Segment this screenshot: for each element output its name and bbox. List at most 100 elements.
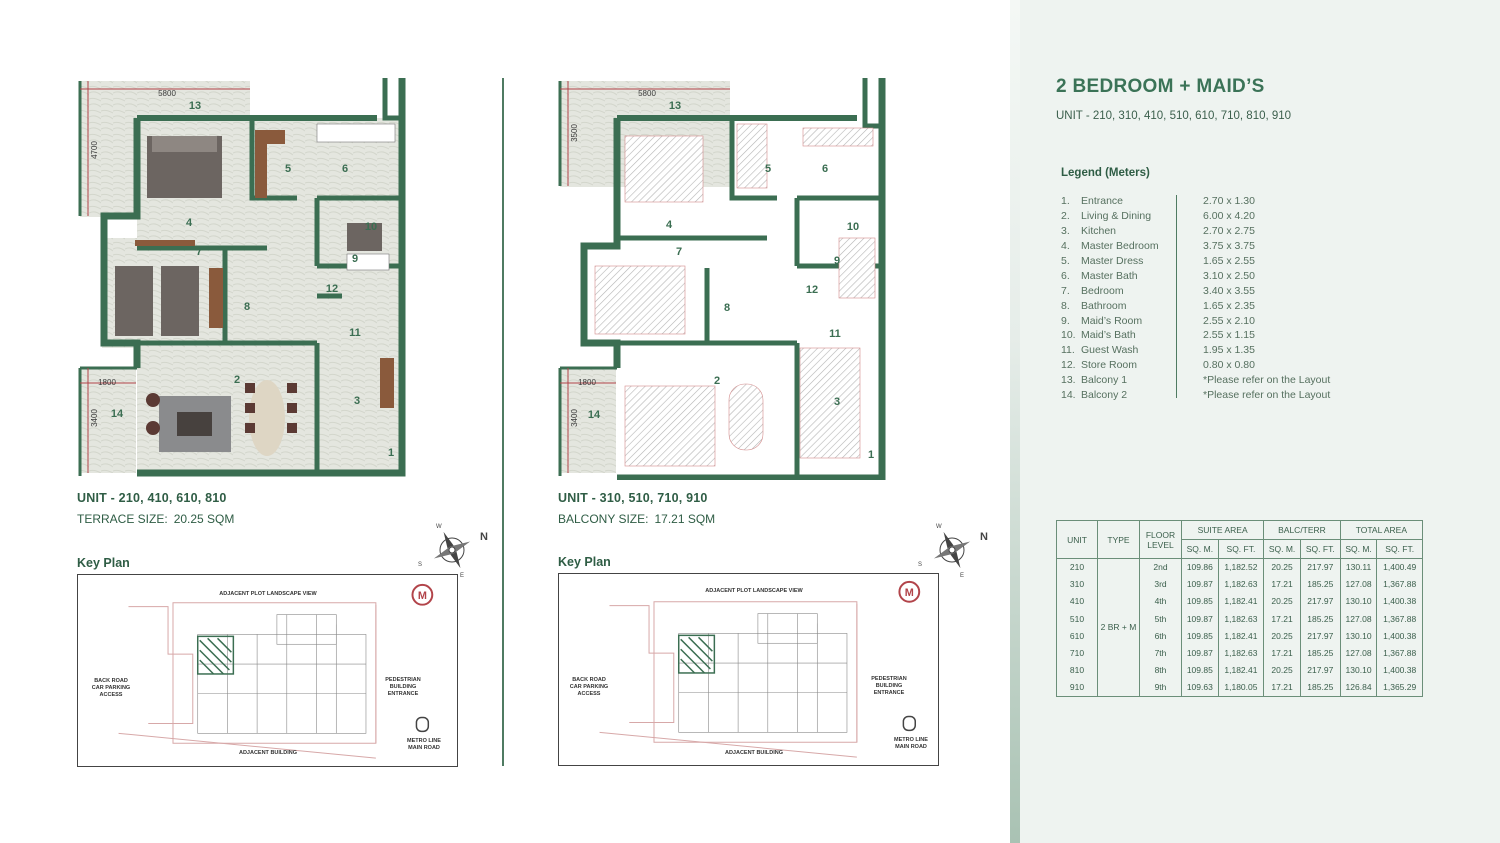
kp-label-top: ADJACENT PLOT LANDSCAPE VIEW (219, 591, 317, 597)
legend-name: Guest Wash (1081, 344, 1139, 357)
kp-label-right: PEDESTRIAN BUILDING ENTRANCE (871, 676, 907, 696)
compass-south: S (418, 562, 422, 568)
panel-stripe (1010, 0, 1020, 843)
legend-val: *Please refer on the Layout (1203, 374, 1331, 387)
table-cell: 5th (1139, 610, 1182, 628)
room-label-4: 4 (666, 219, 673, 231)
table-cell: 1,367.88 (1376, 644, 1423, 662)
room-label-12: 12 (326, 283, 338, 295)
room-label-6: 6 (822, 163, 828, 175)
table-cell: 1,367.88 (1376, 610, 1423, 628)
size-label: BALCONY SIZE: (558, 512, 649, 526)
table-cell: 20.25 (1263, 558, 1301, 576)
table-cell: 109.87 (1181, 644, 1219, 662)
table-cell: 1,182.52 (1217, 558, 1265, 576)
th-floor: FLOOR LEVEL (1139, 520, 1182, 559)
unit-list: UNIT - 210, 310, 410, 510, 610, 710, 810… (1056, 110, 1292, 122)
legend-num: 10. (1061, 329, 1076, 342)
th-suite: SUITE AREA (1180, 520, 1265, 540)
legend-val: *Please refer on the Layout (1203, 389, 1331, 402)
table-cell: 1,182.63 (1217, 610, 1265, 628)
key-plan-title: Key Plan (77, 556, 130, 570)
room-label-1: 1 (868, 449, 874, 461)
table-cell: 109.87 (1181, 610, 1219, 628)
legend-val: 6.00 x 4.20 (1203, 210, 1255, 223)
key-plan-left: M ADJACENT PLOT LANDSCAPE VIEW BACK ROAD… (77, 574, 458, 767)
table-cell: 185.25 (1299, 644, 1341, 662)
room-label-12: 12 (806, 284, 818, 296)
legend-name: Maid’s Bath (1081, 329, 1136, 342)
table-cell: 130.10 (1339, 627, 1378, 645)
table-cell: 910 (1056, 678, 1098, 697)
table-cell: 109.87 (1181, 575, 1219, 593)
room-label-13: 13 (189, 100, 201, 112)
table-cell: 130.10 (1339, 661, 1378, 679)
table-cell: 20.25 (1263, 592, 1301, 611)
compass-south: S (918, 562, 922, 568)
key-plan-right: M ADJACENT PLOT LANDSCAPE VIEW BACK ROAD… (558, 573, 939, 766)
table-cell: 3rd (1139, 575, 1182, 593)
room-label-8: 8 (244, 301, 250, 313)
floor-plan-furnished-drawing: 13 5 6 4 7 10 9 12 8 11 2 3 14 1 5800 47… (78, 78, 406, 477)
room-label-4: 4 (186, 217, 193, 229)
table-cell: 1,182.63 (1217, 575, 1265, 593)
table-cell: 217.97 (1299, 592, 1341, 611)
table-cell: 7th (1139, 644, 1182, 662)
table-cell: 310 (1056, 575, 1098, 593)
table-cell: 185.25 (1299, 575, 1341, 593)
room-label-5: 5 (765, 163, 771, 175)
floor-plan-hatched: 13 5 6 4 7 10 9 12 8 11 2 3 14 1 5800 35… (557, 78, 887, 480)
legend-val: 1.95 x 1.35 (1203, 344, 1255, 357)
legend-name: Entrance (1081, 195, 1124, 208)
legend-val: 1.65 x 2.35 (1203, 299, 1255, 312)
room-label-6: 6 (342, 163, 348, 175)
table-cell: 17.21 (1263, 644, 1301, 662)
th-sqft: SQ. FT. (1217, 539, 1265, 559)
legend-name: Balcony 2 (1081, 389, 1128, 402)
compass-north: N (480, 531, 488, 543)
unit-size-left: TERRACE SIZE:20.25 SQM (77, 512, 234, 526)
dim-balcony-depth: 3400 (570, 409, 579, 427)
room-label-5: 5 (285, 163, 291, 175)
table-cell: 109.63 (1181, 678, 1219, 697)
legend-num: 3. (1061, 225, 1070, 238)
table-cell: 109.86 (1181, 558, 1219, 576)
size-value: 17.21 SQM (654, 512, 716, 526)
room-label-7: 7 (196, 246, 202, 258)
room-label-9: 9 (834, 255, 840, 267)
table-cell: 1,400.38 (1376, 627, 1423, 645)
legend-name: Maid’s Room (1081, 314, 1143, 327)
th-total: TOTAL AREA (1339, 520, 1424, 540)
legend-val: 3.75 x 3.75 (1203, 240, 1255, 253)
table-cell: 1,400.38 (1376, 661, 1423, 679)
unit-title-right: UNIT - 310, 510, 710, 910 (558, 491, 708, 505)
dim-balcony-depth: 3400 (90, 409, 99, 427)
room-label-8: 8 (724, 302, 730, 314)
legend-name: Master Bedroom (1081, 240, 1159, 253)
table-cell: 20.25 (1263, 627, 1301, 645)
table-cell: 126.84 (1339, 678, 1378, 697)
table-cell: 127.08 (1339, 610, 1378, 628)
table-cell: 9th (1139, 678, 1182, 697)
page-title: 2 BEDROOM + MAID’S (1056, 76, 1265, 97)
unit-title-left: UNIT - 210, 410, 610, 810 (77, 491, 227, 505)
table-cell: 210 (1056, 558, 1098, 576)
metro-m-icon: M (905, 587, 914, 599)
dim-top: 5800 (638, 89, 656, 98)
kp-label-top: ADJACENT PLOT LANDSCAPE VIEW (705, 588, 803, 594)
room-label-10: 10 (365, 221, 377, 233)
dim-balcony-width: 1800 (98, 378, 116, 387)
room-label-10: 10 (847, 221, 859, 233)
th-sqft: SQ. FT. (1376, 539, 1423, 559)
legend-val: 3.10 x 2.50 (1203, 269, 1255, 282)
table-cell: 1,180.05 (1217, 678, 1265, 697)
legend-num: 13. (1061, 374, 1076, 387)
table-cell: 1,400.38 (1376, 592, 1423, 611)
